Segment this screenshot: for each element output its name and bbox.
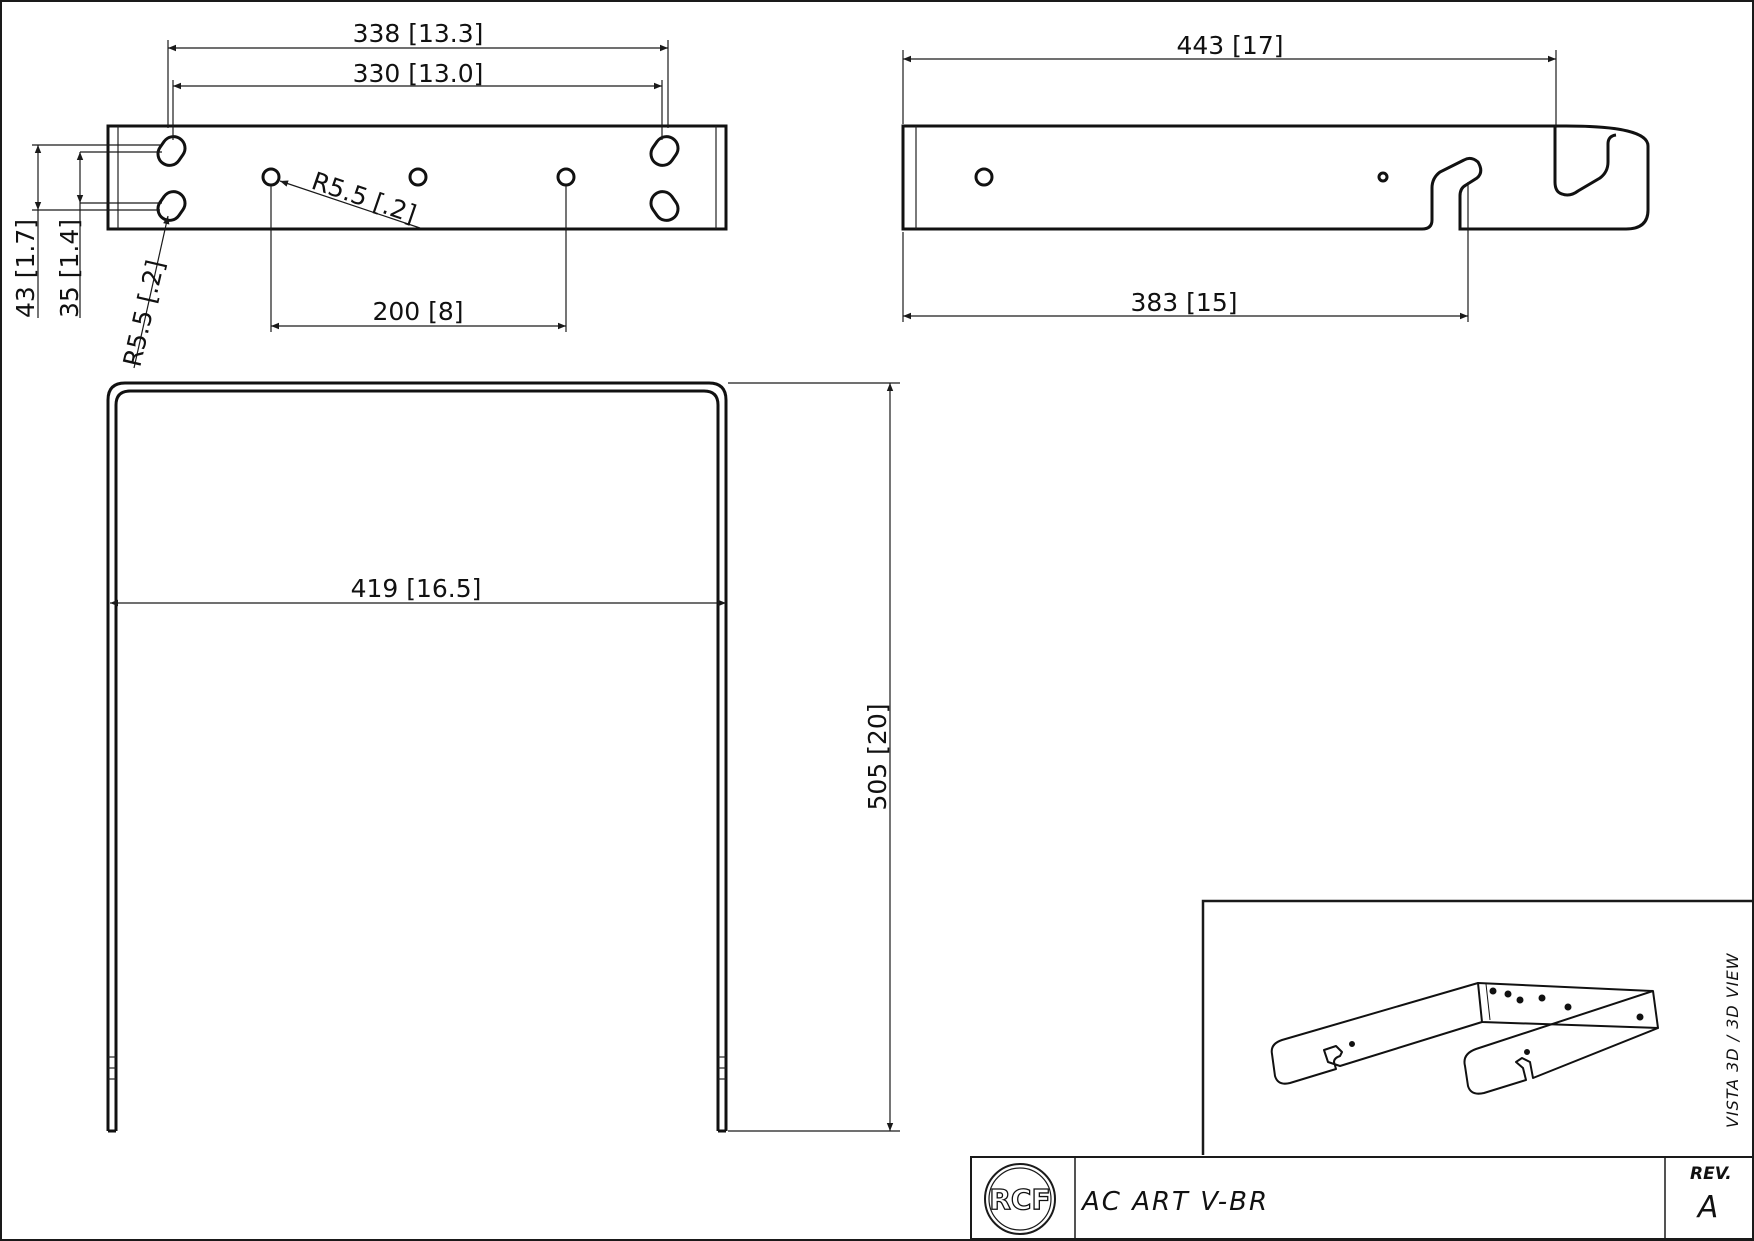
- rev-label: REV.: [1690, 1164, 1732, 1184]
- slot-hole-right-bottom: [649, 190, 680, 222]
- dim-label-330: 330 [13.0]: [353, 59, 484, 88]
- leader-line-radius: [279, 180, 421, 229]
- slot-hole-right-top: [649, 135, 680, 167]
- dim-label-443: 443 [17]: [1177, 31, 1284, 60]
- round-hole: [556, 167, 576, 187]
- dim-label-338: 338 [13.3]: [353, 19, 484, 48]
- rev-value: A: [1696, 1190, 1719, 1225]
- slot-hole-left-bottom: [156, 190, 187, 222]
- u-bracket-inner: [114, 389, 720, 1131]
- leader-line-radius-slot: [133, 215, 170, 369]
- u-bracket-outer: [106, 381, 728, 1131]
- side-arm-outline: [901, 124, 1650, 231]
- view-3d-frame: [1201, 899, 1753, 1155]
- round-hole: [261, 167, 281, 187]
- dim-label-383: 383 [15]: [1131, 288, 1238, 317]
- title-block-frame: [970, 1156, 1754, 1240]
- top-plate-outline: [106, 124, 728, 231]
- top-view: 338 [13.3] 330 [13.0] 200 [8] R5.5 [.2] …: [11, 19, 728, 369]
- radius-label-center: R5.5 [.2]: [308, 166, 420, 229]
- dim-label-419: 419 [16.5]: [351, 574, 482, 603]
- side-arm-hook-notch: [1553, 126, 1617, 197]
- view-3d-panel: VISTA 3D / 3D VIEW: [1201, 899, 1753, 1155]
- round-hole: [974, 167, 994, 187]
- front-view: 419 [16.5] 505 [20]: [106, 381, 900, 1133]
- dim-label-200: 200 [8]: [372, 297, 463, 326]
- bracket-3d-render: [1270, 982, 1659, 1095]
- dim-label-43: 43 [1.7]: [11, 219, 40, 318]
- title-block: RCF AC ART V-BR REV. A: [970, 1156, 1754, 1240]
- rcf-logo-ring: [988, 1167, 1052, 1231]
- radius-label-slot: R5.5 [.2]: [118, 257, 171, 369]
- dim-label-505: 505 [20]: [863, 704, 892, 811]
- part-name: AC ART V-BR: [1080, 1187, 1269, 1217]
- round-hole: [408, 167, 428, 187]
- side-view: 443 [17] 383 [15]: [901, 31, 1650, 322]
- small-hole: [1377, 171, 1389, 183]
- slot-hole-left-top: [156, 135, 187, 167]
- rcf-logo: [984, 1163, 1056, 1235]
- rcf-logo-text: RCF: [989, 1183, 1050, 1216]
- dim-label-35: 35 [1.4]: [55, 219, 84, 318]
- view-3d-label: VISTA 3D / 3D VIEW: [1723, 952, 1742, 1128]
